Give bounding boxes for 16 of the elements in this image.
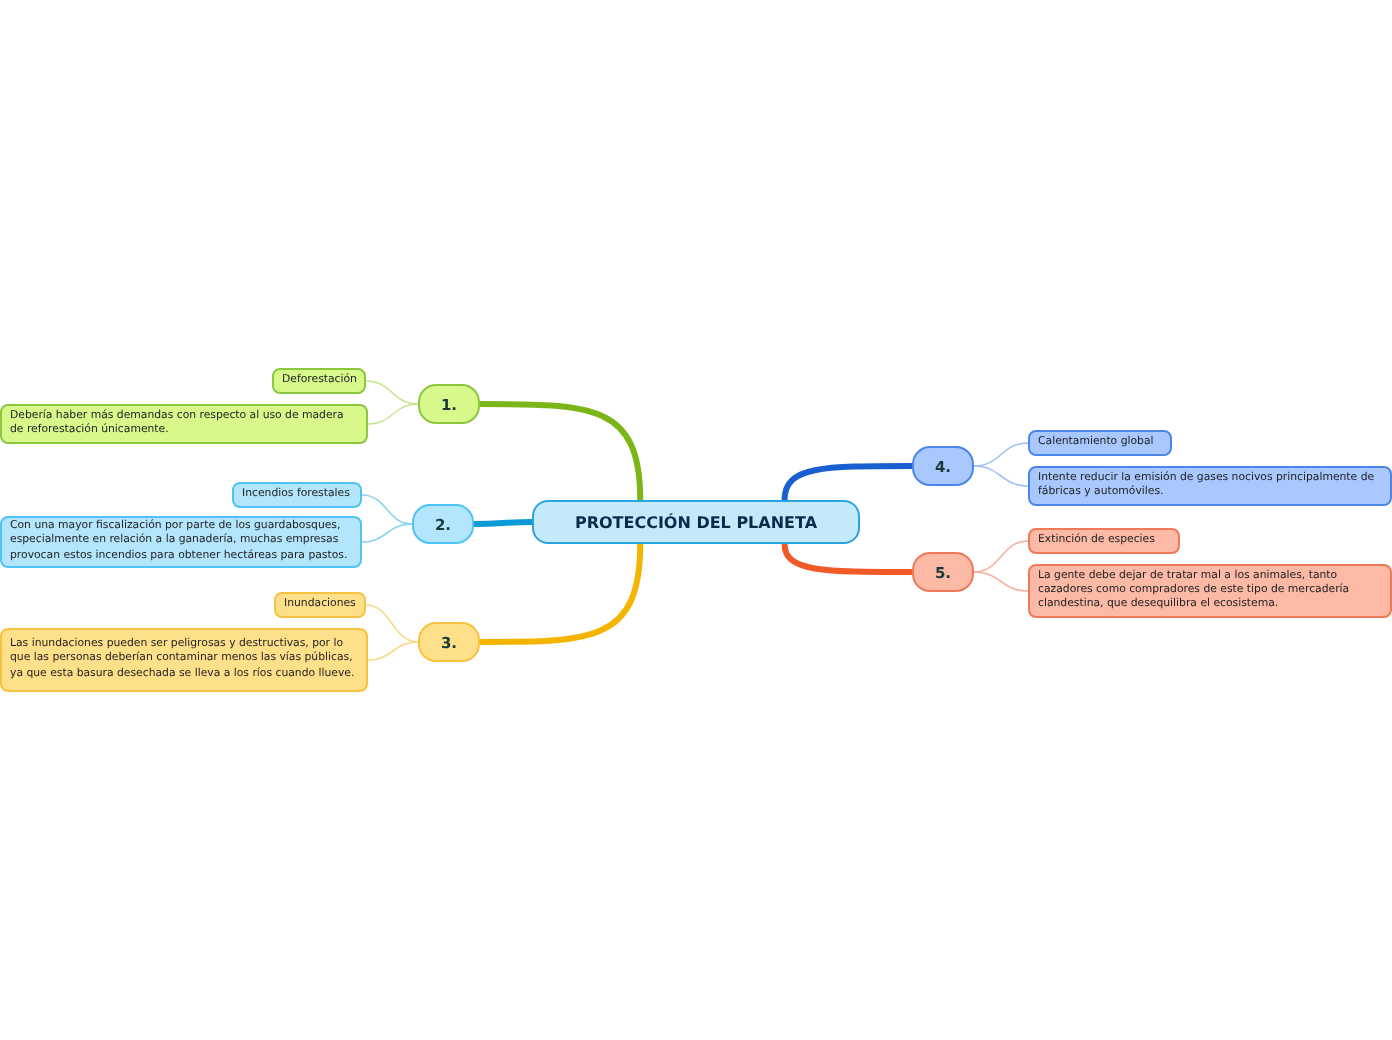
branch-line: [781, 543, 912, 575]
branch-line: [973, 465, 1029, 487]
branch-line: [973, 442, 1029, 467]
branch-line: [361, 523, 413, 543]
branch-line: [365, 604, 419, 643]
branch-line: [367, 403, 419, 425]
branch-line: [361, 494, 413, 525]
central-topic-node: PROTECCIÓN DEL PLANETA: [532, 500, 860, 544]
branch-line: [973, 540, 1029, 573]
branch-line: [473, 519, 533, 527]
branch-line: [480, 401, 644, 501]
branch-line: [367, 641, 419, 661]
branch-line: [973, 571, 1029, 592]
branch-line: [781, 463, 912, 501]
branch-line: [480, 543, 644, 645]
branch-line: [365, 380, 419, 405]
